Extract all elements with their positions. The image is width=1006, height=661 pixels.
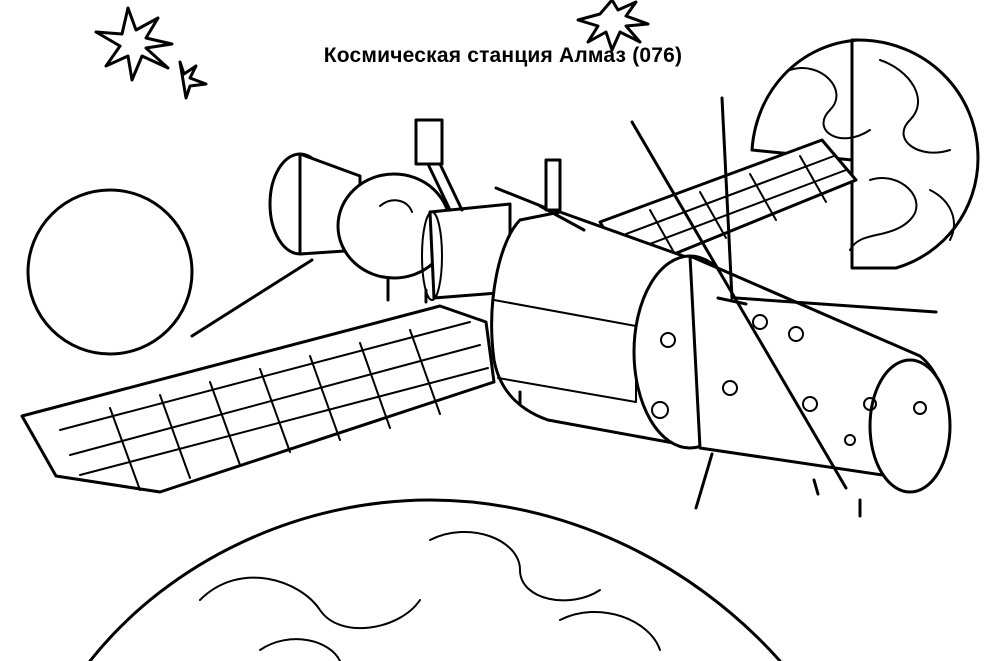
antenna-icon	[190, 96, 938, 510]
page-title: Космическая станция Алмаз (076)	[323, 44, 683, 67]
star-icon	[94, 6, 174, 82]
star-icon	[178, 60, 208, 100]
solar-panel-icon	[20, 304, 496, 494]
moon-icon	[26, 188, 194, 356]
planet-icon	[750, 38, 980, 270]
star-icon	[576, 0, 650, 52]
earth-icon	[88, 498, 782, 661]
space-station-icon	[490, 158, 952, 518]
space-station-icon	[268, 118, 512, 304]
